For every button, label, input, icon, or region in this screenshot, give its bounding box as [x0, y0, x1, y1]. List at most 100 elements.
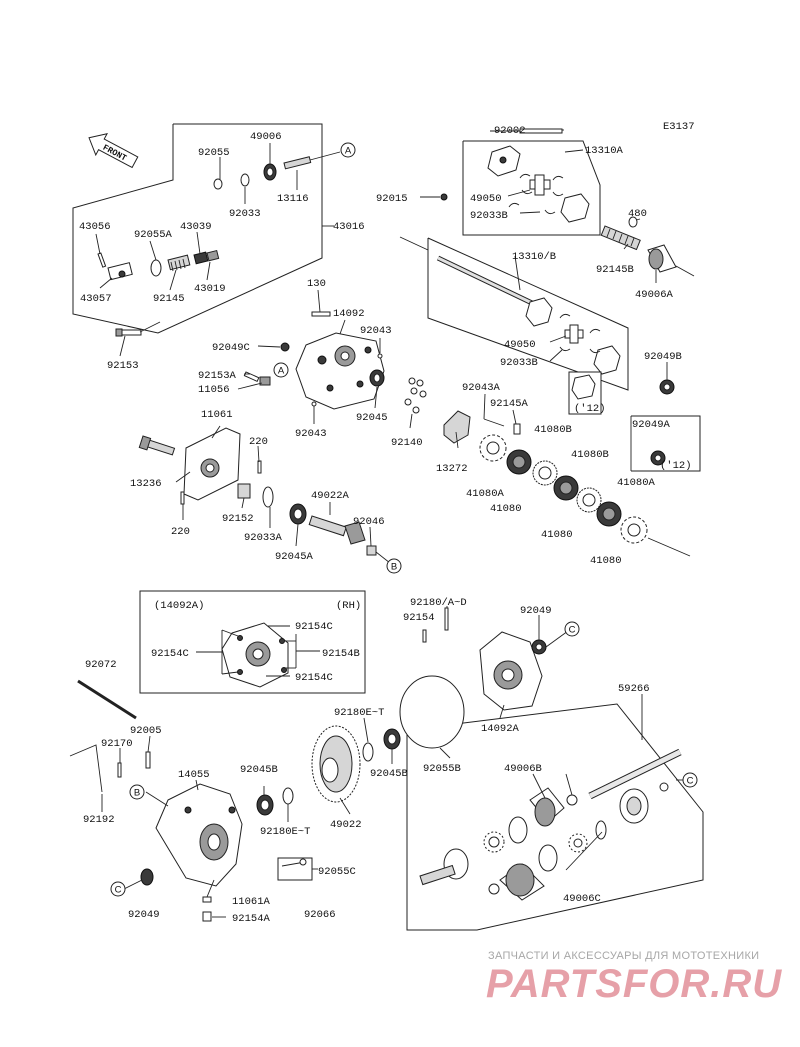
svg-text:B: B	[134, 788, 140, 799]
watermark-logo: PARTSFOR.RU	[486, 962, 783, 1006]
svg-text:A: A	[278, 366, 285, 377]
label-41080-b: 41080	[541, 529, 573, 541]
label-92152: 92152	[222, 513, 254, 525]
label-92072: 92072	[85, 659, 117, 671]
label-43019: 43019	[194, 283, 226, 295]
inset-side: (RH)	[336, 600, 361, 612]
label-13310A: 13310A	[585, 145, 624, 157]
label-92154: 92154	[403, 612, 435, 624]
label-92033A: 92033A	[244, 532, 283, 544]
label-92154C-b: 92154C	[151, 648, 189, 660]
friction-plate-41080B-a	[506, 449, 532, 475]
oil-seal-92049b	[140, 868, 154, 886]
callout-c-1[interactable]: C	[564, 621, 580, 637]
label-92170: 92170	[101, 738, 133, 750]
label-92049C: 92049C	[212, 342, 250, 354]
tool-92072	[77, 679, 137, 720]
bolt-92154A	[202, 911, 212, 922]
label-92033B-b: 92033B	[500, 357, 538, 369]
part-labels: 92002 13310A 92015 49050 92033B 480 9214…	[79, 125, 682, 925]
label-49050b: 49050	[504, 339, 536, 351]
clutch-plate-41080A-b	[620, 516, 648, 544]
svg-text:C: C	[569, 625, 576, 636]
label-220b: 220	[171, 526, 190, 538]
propeller-shaft-frame	[462, 140, 601, 236]
callout-b-2[interactable]: B	[129, 784, 145, 800]
drive-shaft-59266	[588, 748, 682, 800]
ring-small-b	[659, 782, 669, 792]
label-92154C-a: 92154C	[295, 621, 333, 633]
joint-cage-b	[568, 833, 588, 853]
bushing-92046	[366, 545, 377, 556]
label-92043A: 92043A	[462, 382, 501, 394]
friction-plate-41080-c	[596, 501, 622, 527]
label-43039: 43039	[180, 221, 212, 233]
shaft-13116	[283, 156, 312, 170]
label-11056: 11056	[198, 384, 230, 396]
clamp-ring-b	[595, 820, 607, 840]
label-49022: 49022	[330, 819, 362, 831]
callout-c-3[interactable]: C	[110, 881, 126, 897]
housing-detail-14092A	[221, 622, 289, 688]
label-11061: 11061	[201, 409, 233, 421]
label-14092A: 14092A	[481, 723, 520, 735]
spring-92145A	[513, 423, 521, 435]
bolt-92153	[115, 328, 142, 337]
label-92145: 92145	[153, 293, 185, 305]
shaft-housing-frame	[72, 123, 323, 334]
label-92045: 92045	[356, 412, 388, 424]
gasket-11061A	[202, 896, 212, 903]
label-92049b: 92049	[128, 909, 160, 921]
label-92046: 92046	[353, 516, 385, 528]
label-92043b: 92043	[295, 428, 327, 440]
label-92005: 92005	[130, 725, 162, 737]
callout-b-1[interactable]: B	[386, 558, 402, 574]
label-92043a: 92043	[360, 325, 392, 337]
label-14092: 14092	[333, 308, 365, 320]
bracket-11056	[259, 376, 271, 386]
label-92033: 92033	[229, 208, 261, 220]
plate-13272	[443, 410, 471, 444]
shaft-13310B	[436, 255, 553, 327]
label-92045A: 92045A	[275, 551, 314, 563]
svg-text:B: B	[391, 562, 397, 573]
circlip-92033A	[262, 486, 274, 508]
prop-shaft-b-frame	[427, 237, 629, 391]
shim-92180E-T-b	[282, 787, 294, 805]
pin-92170	[117, 762, 122, 778]
label-41080B-a: 41080B	[534, 424, 572, 436]
label-480: 480	[628, 208, 647, 220]
bolt-43019	[206, 249, 220, 262]
circlip-92055A	[150, 259, 162, 277]
balls-92140	[404, 377, 427, 414]
callout-a-2[interactable]: A	[273, 362, 289, 378]
label-92192: 92192	[83, 814, 115, 826]
label-92049A: 92049A	[632, 419, 671, 431]
boot-49006C	[499, 863, 545, 901]
collar-43039	[193, 251, 209, 265]
label-13236: 13236	[130, 478, 162, 490]
label-49006A: 49006A	[635, 289, 674, 301]
label-14055: 14055	[178, 769, 210, 781]
bolt-130	[311, 311, 331, 317]
bolt-220a	[257, 460, 262, 474]
callout-a-1[interactable]: A	[340, 142, 356, 158]
label-49006C: 49006C	[563, 893, 601, 905]
inset-14092A-frame	[139, 590, 366, 694]
label-92153A: 92153A	[198, 370, 237, 382]
label-92055: 92055	[198, 147, 230, 159]
ring-small-c	[488, 883, 500, 895]
label-92180AD: 92180/A~D	[410, 597, 467, 609]
pin-92066	[277, 857, 313, 881]
bolt-92154	[422, 629, 427, 643]
label-92015: 92015	[376, 193, 408, 205]
label-49006B: 49006B	[504, 763, 542, 775]
callout-c-2[interactable]: C	[682, 772, 698, 788]
label-92045B-b: 92045B	[370, 768, 408, 780]
label-41080-a: 41080	[490, 503, 522, 515]
label-43057: 43057	[80, 293, 112, 305]
nut-92015	[440, 193, 448, 201]
label-41080B-b: 41080B	[571, 449, 609, 461]
label-92153: 92153	[107, 360, 139, 372]
